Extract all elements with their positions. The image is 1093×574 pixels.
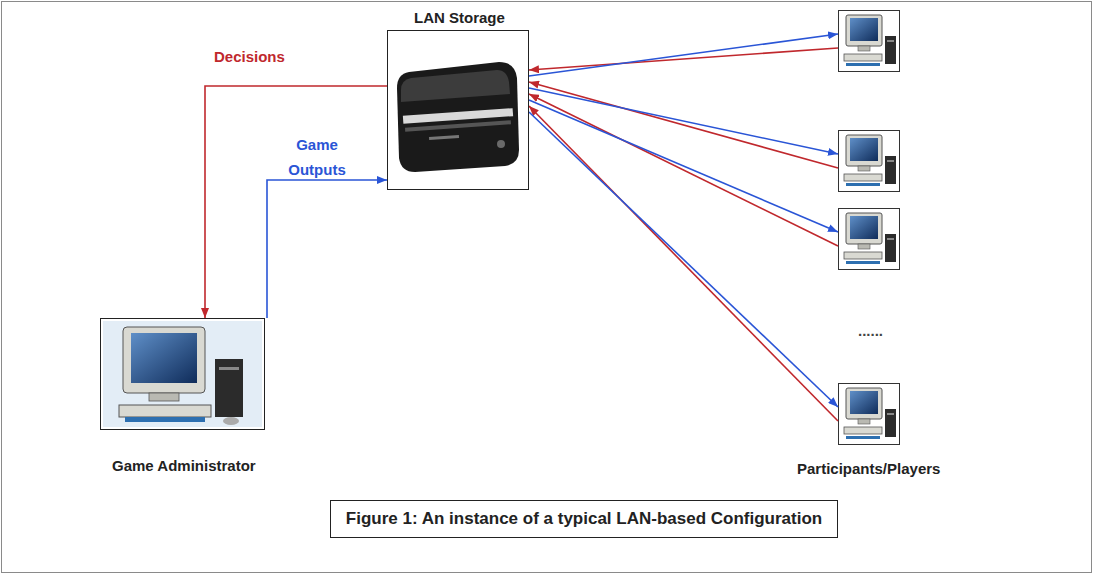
node-label: LAN Storage <box>414 9 505 26</box>
player-computer-icon <box>838 10 900 72</box>
storage-box: LAN Storage <box>387 30 529 190</box>
connector-line <box>529 112 838 407</box>
connector-line <box>529 34 838 76</box>
connector <box>205 86 387 318</box>
player-computer-icon <box>838 130 900 192</box>
ellipsis-label: ...... <box>858 322 883 339</box>
player-computer-icon <box>838 208 900 270</box>
connector-line <box>529 100 838 232</box>
edge-label: Decisions <box>214 44 285 69</box>
connector-line <box>529 88 838 154</box>
player-computer-icon <box>838 383 900 445</box>
connector <box>267 180 387 318</box>
connector-line <box>529 82 838 168</box>
caption-text: Figure 1: An instance of a typical LAN-b… <box>346 509 822 529</box>
storage-device-icon <box>389 32 527 188</box>
connector-line <box>529 106 838 421</box>
connector-line <box>267 180 387 318</box>
connector-line <box>529 94 838 246</box>
admin-computer-icon <box>103 321 262 427</box>
node-label: Game Administrator <box>112 457 256 474</box>
players-group: Participants/Players <box>836 8 902 448</box>
admin-box: Game Administrator <box>100 318 265 430</box>
caption-box: Figure 1: An instance of a typical LAN-b… <box>330 500 838 538</box>
connector <box>529 34 838 407</box>
connector <box>529 48 838 421</box>
connector-line <box>205 86 387 318</box>
connector-line <box>529 48 838 70</box>
node-label: Participants/Players <box>797 460 940 477</box>
edge-label: Game Outputs <box>282 132 352 182</box>
